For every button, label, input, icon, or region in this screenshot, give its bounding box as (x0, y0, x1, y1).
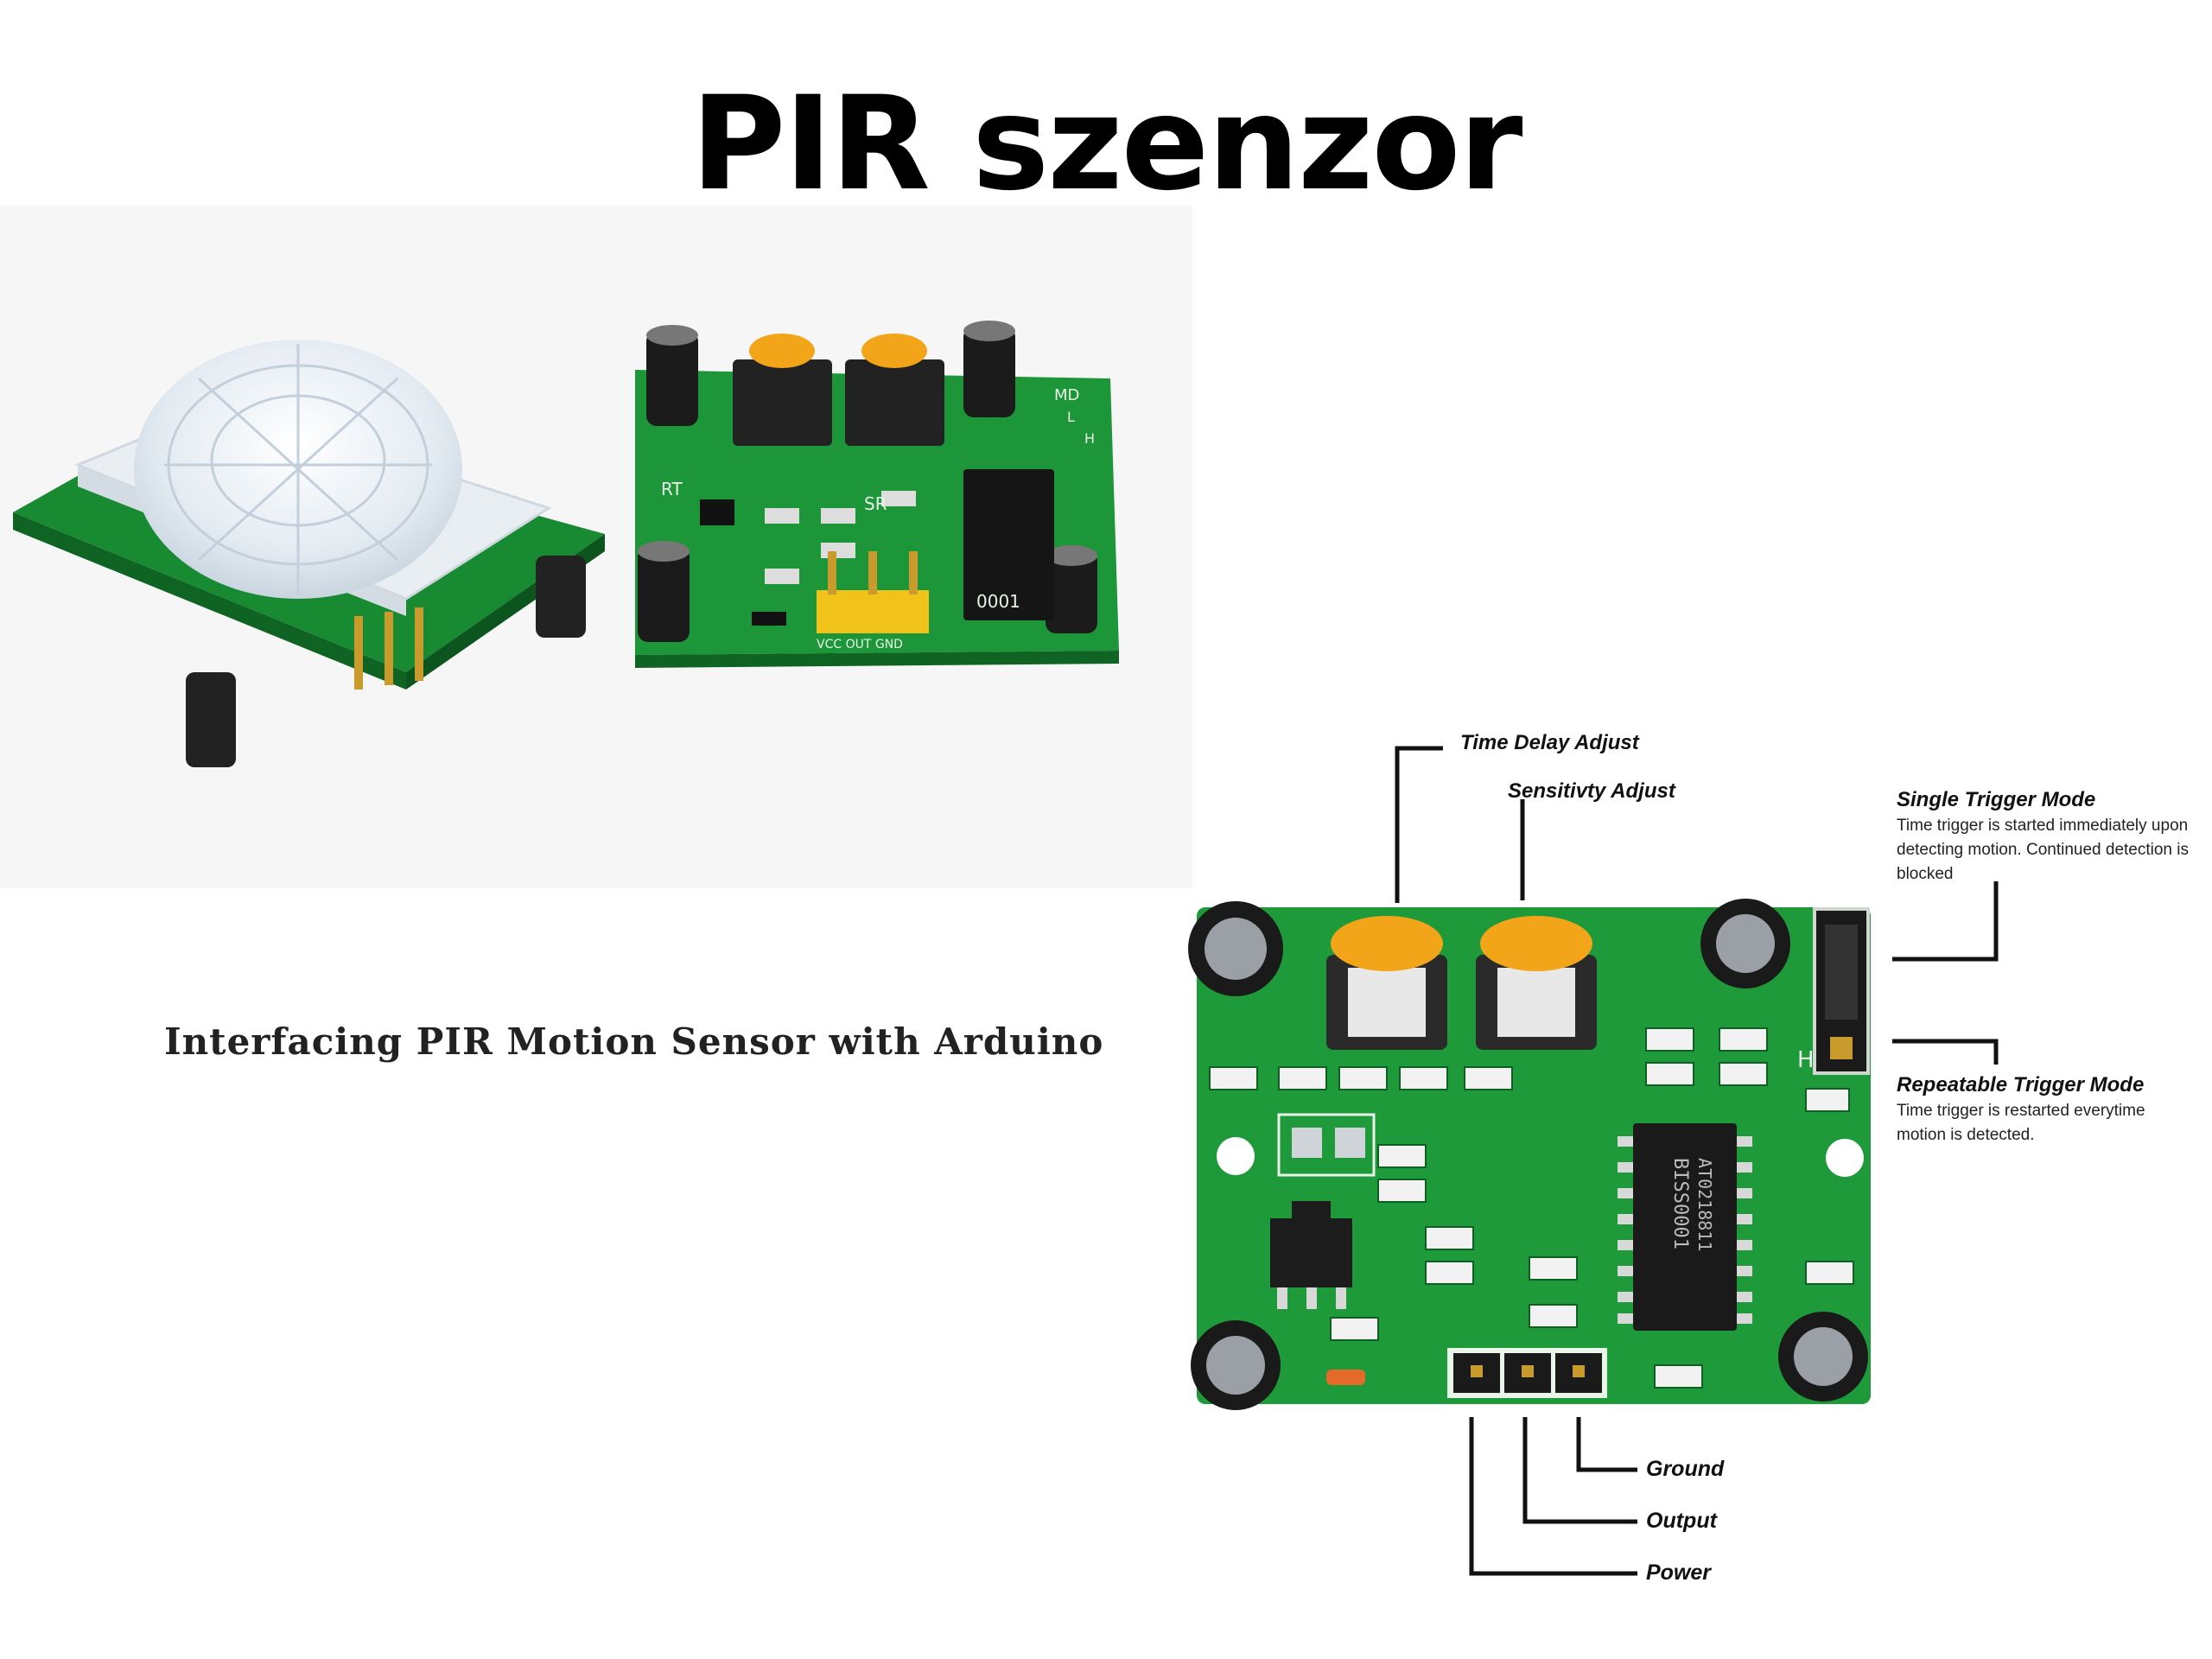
silk-rt: RT (661, 479, 683, 499)
chip-marking-1: BISS0001 (1669, 1158, 1691, 1249)
silk-sr: SR (864, 493, 887, 514)
sensitivity-potentiometer (1476, 916, 1597, 1050)
slide-title: PIR szenzor (690, 69, 1523, 219)
silk-pins: VCC OUT GND (817, 638, 903, 652)
trigger-jumper (1813, 907, 1870, 1075)
photo-caption: Interfacing PIR Motion Sensor with Ardui… (164, 1020, 1104, 1063)
capacitor-bottom-left (1191, 1320, 1281, 1410)
label-single-trigger: Single Trigger Mode (1897, 788, 2096, 811)
silk-h: H (1084, 430, 1095, 447)
pin-header (1447, 1348, 1607, 1398)
pir-board-diagram: H (1188, 746, 1999, 1576)
silk-h-diagram: H (1797, 1047, 1815, 1073)
label-time-delay: Time Delay Adjust (1460, 731, 1639, 754)
product-photo: MD RT SR VCC OUT GND 0001 L H Interfacin… (0, 206, 1192, 1063)
label-output: Output (1646, 1509, 1717, 1533)
callout-lines (1395, 746, 1999, 1576)
label-ground: Ground (1646, 1457, 1725, 1481)
capacitor-top-left (1188, 901, 1283, 996)
biss0001-chip: BISS0001 AT0218811 (1618, 1123, 1752, 1331)
silk-l: L (1067, 409, 1075, 425)
label-repeatable-trigger: Repeatable Trigger Mode (1897, 1073, 2145, 1096)
label-power: Power (1646, 1560, 1712, 1585)
silk-md: MD (1054, 386, 1079, 404)
label-sensitivity: Sensitivty Adjust (1508, 779, 1675, 803)
voltage-regulator (1270, 1201, 1352, 1309)
pir-module-photo: MD RT SR VCC OUT GND 0001 L H (13, 321, 1119, 767)
time-delay-potentiometer (1326, 916, 1447, 1050)
pir-sensor-board-front (13, 340, 605, 767)
capacitor-bottom-right (1778, 1312, 1868, 1402)
silk-code: 0001 (976, 591, 1020, 612)
chip-marking-2: AT0218811 (1694, 1158, 1715, 1251)
pir-sensor-board-back (635, 321, 1119, 668)
desc-repeatable-trigger: Time trigger is restarted everytime moti… (1897, 1102, 2145, 1144)
desc-single-trigger: Time trigger is started immediately upon… (1897, 817, 2189, 883)
pinout-diagram: H (1115, 709, 2212, 1659)
capacitor-top-right (1700, 899, 1790, 988)
